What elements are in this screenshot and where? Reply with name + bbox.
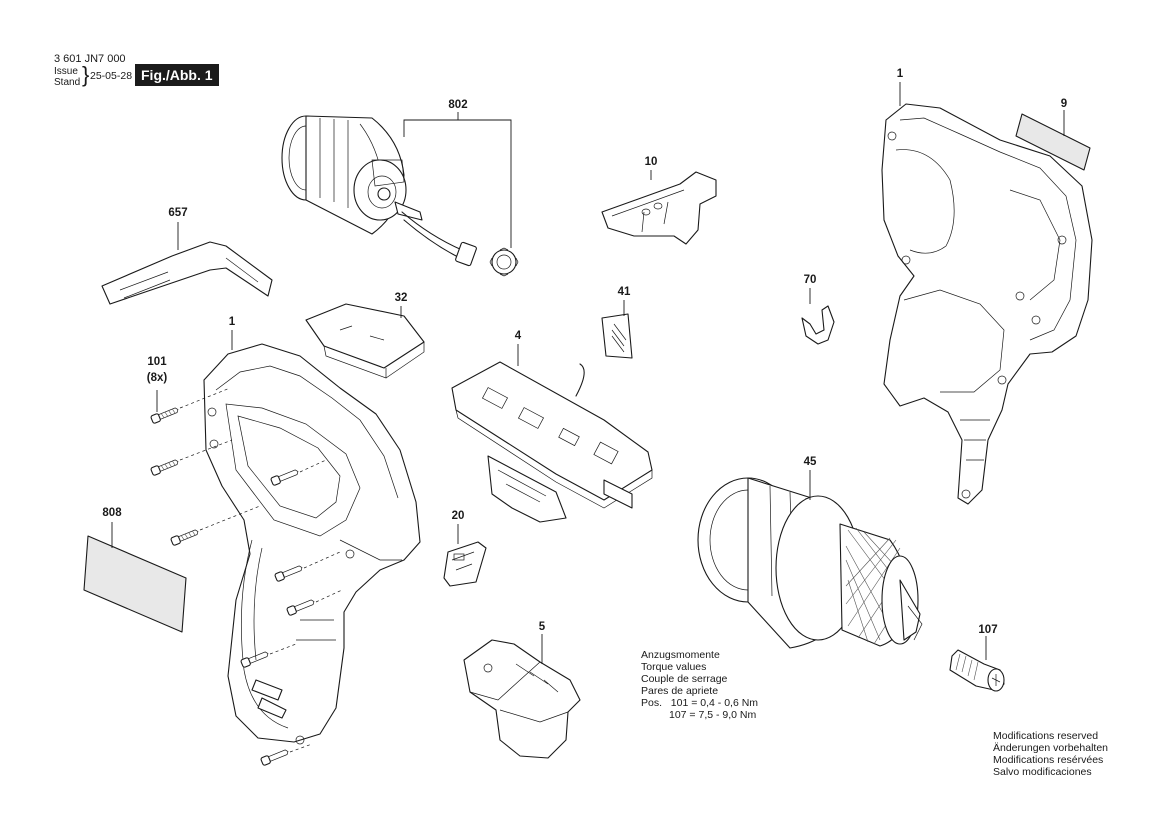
housing-left-part-1	[203, 330, 421, 745]
label-part-9	[1015, 110, 1091, 171]
torque-heading-es: Pares de apriete	[641, 685, 719, 697]
note-fr: Modifications resérvées	[993, 754, 1104, 766]
callout-45: 45	[803, 456, 817, 468]
figure-badge: Fig./Abb. 1	[135, 64, 219, 86]
label-part-808	[83, 522, 187, 633]
torque-heading-fr: Couple de serrage	[641, 673, 728, 685]
torque-row-107: 107 = 7,5 - 9,0 Nm	[641, 709, 758, 721]
torque-value-101: 101 = 0,4 - 0,6 Nm	[670, 697, 759, 709]
screws-part-101	[150, 387, 343, 766]
callout-10: 10	[644, 156, 658, 168]
note-es: Salvo modificaciones	[993, 766, 1092, 778]
screw-part-107	[949, 636, 1005, 692]
callout-802: 802	[448, 99, 468, 111]
callout-70: 70	[803, 274, 817, 286]
callout-808: 808	[102, 507, 122, 519]
callout-41: 41	[617, 286, 631, 298]
callout-9: 9	[1060, 98, 1068, 110]
note-de: Änderungen vorbehalten	[993, 742, 1109, 754]
pcb-part-4	[451, 344, 653, 523]
housing-right-part-1	[881, 82, 1093, 505]
callout-107: 107	[978, 624, 998, 636]
label-part-41	[601, 300, 633, 359]
callout-1-housing-left: 1	[228, 316, 236, 328]
callout-5: 5	[538, 621, 546, 633]
chuck-gearbox-part-45	[697, 470, 923, 649]
callout-4: 4	[514, 330, 522, 342]
callout-1-housing-right: 1	[896, 68, 904, 80]
issue-label-en: Issue	[54, 66, 78, 77]
torque-row-101: Pos. 101 = 0,4 - 0,6 Nm	[641, 697, 758, 709]
issue-label: Issue Stand	[54, 66, 80, 88]
callout-101-quantity: (8x)	[146, 372, 168, 384]
torque-heading-de: Anzugsmomente	[641, 649, 720, 661]
clip-part-70	[801, 288, 835, 345]
document-number: 3 601 JN7 000	[54, 53, 126, 65]
brace-glyph: }	[82, 62, 90, 87]
callout-657: 657	[168, 207, 188, 219]
issue-label-de: Stand	[54, 77, 81, 88]
callout-32: 32	[394, 292, 408, 304]
torque-values-block: Anzugsmomente Torque values Couple de se…	[641, 649, 758, 721]
switch-part-20	[443, 524, 487, 587]
callout-101: 101	[147, 356, 167, 368]
torque-pos-prefix: Pos.	[641, 697, 663, 709]
motor-part-802	[281, 112, 519, 277]
callout-20: 20	[451, 510, 465, 522]
note-en: Modifications reserved	[993, 730, 1099, 742]
pinion-gear	[489, 247, 519, 277]
modifications-note: Modifications reserved Änderungen vorbeh…	[993, 730, 1108, 778]
torque-heading-en: Torque values	[641, 661, 707, 673]
bracket-part-657	[101, 222, 273, 305]
button-part-32	[305, 303, 425, 379]
issue-date: 25-05-28	[90, 70, 133, 82]
part-10	[601, 170, 717, 245]
switch-module-part-5	[463, 634, 581, 759]
torque-value-107: 107 = 7,5 - 9,0 Nm	[669, 709, 757, 721]
